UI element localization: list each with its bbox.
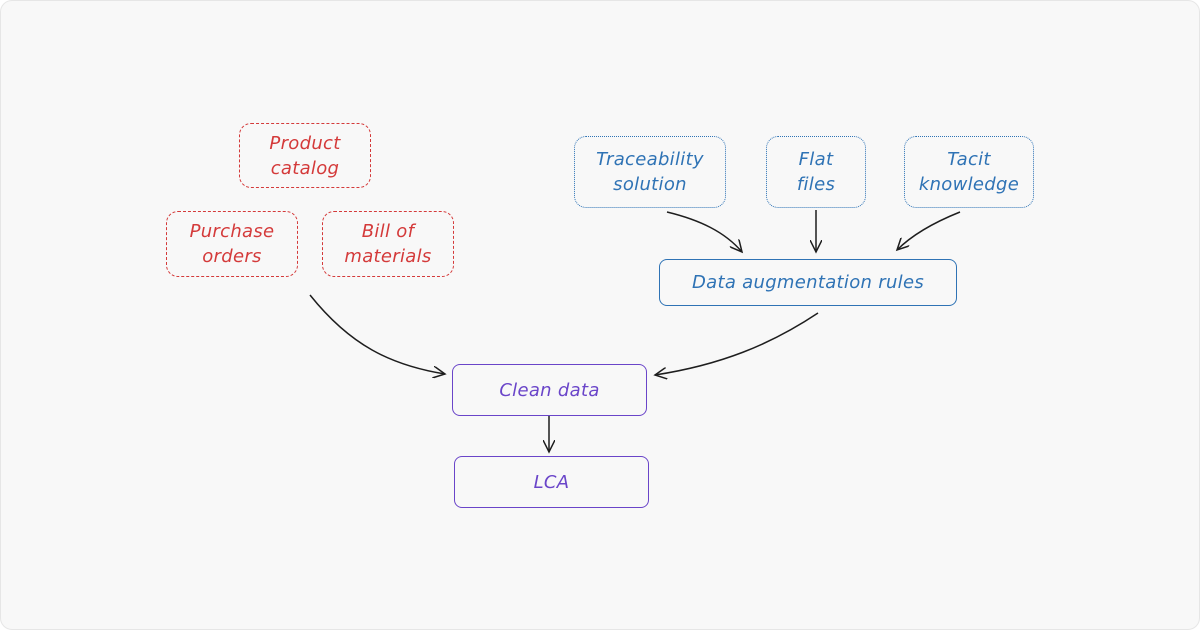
- node-tacit-knowledge[interactable]: Tacit knowledge: [904, 136, 1034, 208]
- edge-tacit-knowledge-to-augmentation: [897, 211, 961, 250]
- node-bill-of-materials[interactable]: Bill of materials: [322, 211, 454, 277]
- node-flat-files[interactable]: Flat files: [766, 136, 866, 208]
- node-clean-data[interactable]: Clean data: [452, 364, 647, 416]
- edge-augmentation-to-clean-data: [655, 312, 819, 375]
- node-product-catalog[interactable]: Product catalog: [239, 123, 371, 188]
- node-traceability-solution[interactable]: Traceability solution: [574, 136, 726, 208]
- node-data-augmentation-rules[interactable]: Data augmentation rules: [659, 259, 957, 306]
- edge-traceability-to-augmentation: [666, 211, 742, 252]
- node-purchase-orders[interactable]: Purchase orders: [166, 211, 298, 277]
- node-lca[interactable]: LCA: [454, 456, 649, 508]
- edge-purchase-orders-to-clean-data: [309, 294, 445, 374]
